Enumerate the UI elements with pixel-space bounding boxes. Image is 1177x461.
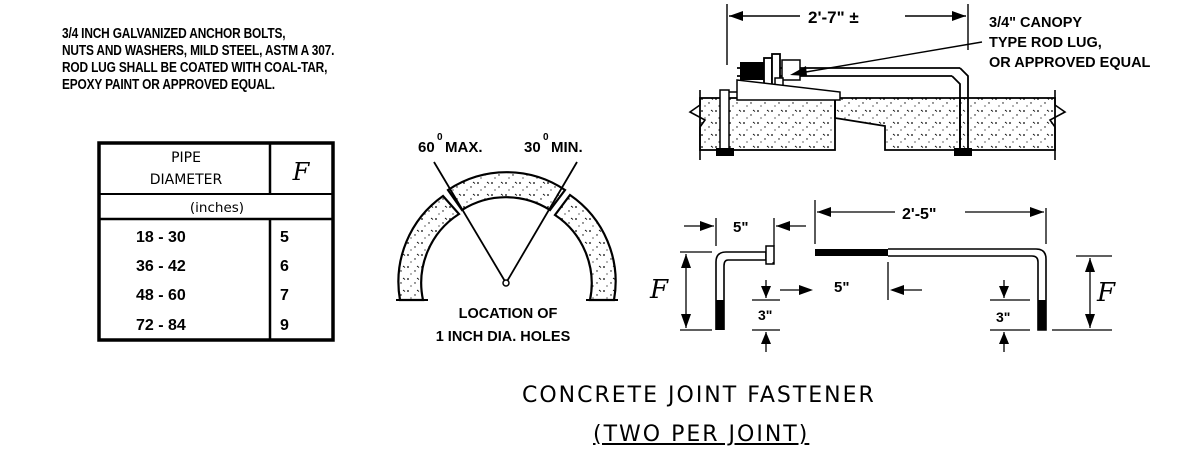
header-units: (inches) <box>190 200 244 216</box>
row-1-range: 18 - 30 <box>136 229 186 246</box>
row-4-range: 72 - 84 <box>136 317 186 334</box>
f-right-label: F <box>1096 278 1116 308</box>
location-label-1: LOCATION OF <box>459 306 558 322</box>
degree-sym-1: 0 <box>437 132 443 143</box>
callout-line-3: OR APPROVED EQUAL <box>989 55 1151 71</box>
row-2-range: 36 - 42 <box>136 258 186 275</box>
joint-section-view: 2'-7" ± 3/4" CANOPY TYPE ROD LUG, OR APP… <box>688 4 1151 160</box>
drawing-title: CONCRETE JOINT FASTENER <box>522 383 876 408</box>
dim-3-left: 3" <box>758 307 772 323</box>
location-label-2: 1 INCH DIA. HOLES <box>436 329 571 345</box>
header-f: F <box>292 158 311 186</box>
note-line-2: NUTS AND WASHERS, MILD STEEL, ASTM A 307… <box>62 43 335 59</box>
row-4-f: 9 <box>280 317 289 334</box>
callout-line-2: TYPE ROD LUG, <box>989 35 1102 51</box>
row-2-f: 6 <box>280 258 289 275</box>
note-line-1: 3/4 INCH GALVANIZED ANCHOR BOLTS, <box>62 26 286 42</box>
callout-line-1: 3/4" CANOPY <box>989 15 1082 31</box>
dim-3-right: 3" <box>996 309 1010 325</box>
f-table: PIPE DIAMETER F (inches) 18 - 30 36 - 42… <box>97 141 335 342</box>
header-pipe: PIPE <box>171 150 201 166</box>
angle-min-label: MIN. <box>551 139 583 156</box>
hole-location-diagram: 60 0 MAX. 30 0 MIN. LOCATION OF 1 INCH D… <box>396 132 618 345</box>
row-1-f: 5 <box>280 229 289 246</box>
dim-5-left: 5" <box>733 219 748 236</box>
f-left-label: F <box>649 275 669 305</box>
parts-detail: 5" F 3" 2'-5" 5" <box>649 200 1116 352</box>
row-3-range: 48 - 60 <box>136 287 186 304</box>
row-3-f: 7 <box>280 287 289 304</box>
angle-max-label: MAX. <box>445 139 483 156</box>
drawing-subtitle: (TWO PER JOINT) <box>593 422 810 447</box>
header-diameter: DIAMETER <box>150 172 223 188</box>
note-line-3: ROD LUG SHALL BE COATED WITH COAL-TAR, <box>62 60 328 76</box>
general-notes: 3/4 INCH GALVANIZED ANCHOR BOLTS, NUTS A… <box>62 26 334 94</box>
dim-5-mid: 5" <box>834 279 849 296</box>
degree-sym-2: 0 <box>543 132 549 143</box>
angle-min-value: 30 <box>524 139 541 156</box>
note-line-4: EPOXY PAINT OR APPROVED EQUAL. <box>62 77 275 93</box>
dim-overall: 2'-7" ± <box>808 8 859 27</box>
angle-max-value: 60 <box>418 139 435 156</box>
dim-2-5: 2'-5" <box>902 206 937 223</box>
